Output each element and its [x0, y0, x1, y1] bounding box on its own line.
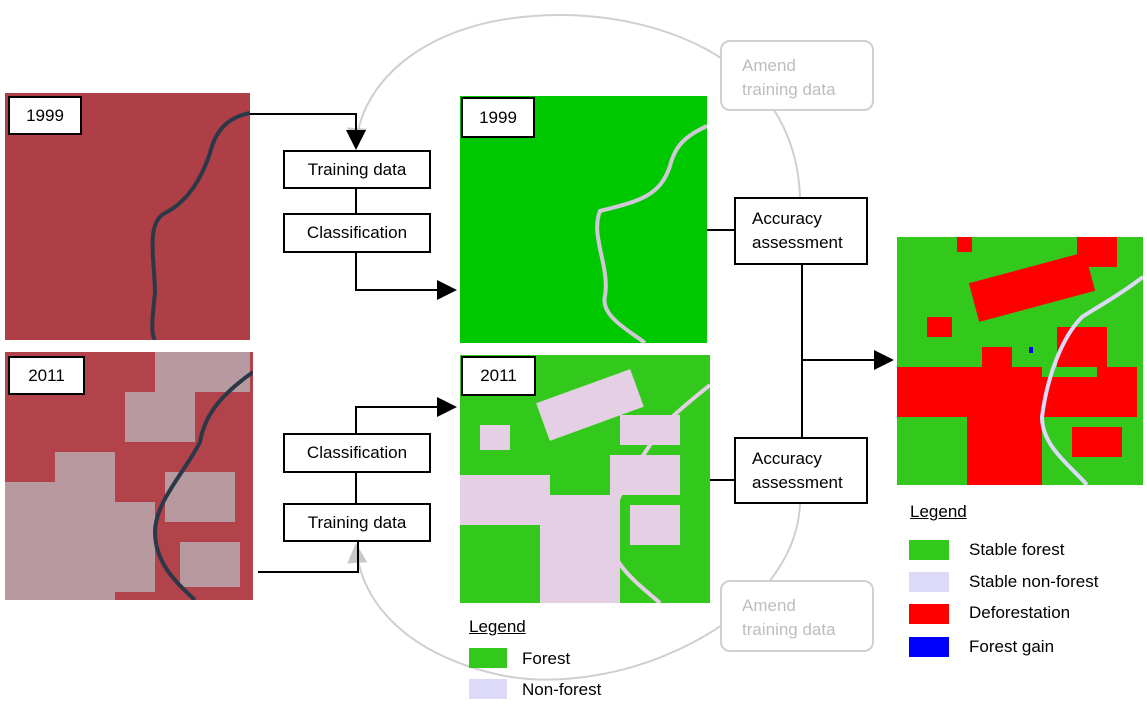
legend-title-change: Legend	[910, 502, 967, 521]
amend-line2: training data	[742, 620, 836, 639]
classification-map-2011	[460, 355, 710, 603]
training-data-box-2011: Training data	[283, 503, 431, 542]
classification-map-1999	[460, 96, 707, 343]
year-label-1999-sat: 1999	[8, 96, 82, 135]
year-label-1999-class: 1999	[461, 97, 535, 138]
accuracy-assessment-box-1: Accuracy assessment	[734, 197, 868, 265]
swatch-forest-gain	[909, 637, 949, 657]
legend-label-forest-gain: Forest gain	[969, 637, 1055, 656]
amend-line1: Amend	[742, 56, 796, 75]
year-label-2011-class: 2011	[461, 356, 536, 396]
swatch-deforestation	[909, 604, 949, 624]
legend-label-stable-non-forest: Stable non-forest	[969, 572, 1099, 591]
accuracy-assessment-box-2: Accuracy assessment	[734, 437, 868, 504]
swatch-stable-forest	[909, 540, 949, 560]
change-map	[897, 237, 1143, 485]
amend-line1: Amend	[742, 596, 796, 615]
swatch-non-forest	[469, 679, 507, 699]
swatch-stable-non-forest	[909, 572, 949, 592]
classification-box-2011: Classification	[283, 433, 431, 473]
legend-label-stable-forest: Stable forest	[969, 540, 1065, 559]
legend-title-classification: Legend	[469, 617, 526, 636]
legend-label-non-forest: Non-forest	[522, 680, 602, 699]
satellite-image-2011	[5, 352, 253, 600]
amend-line2: training data	[742, 80, 836, 99]
training-data-box-1999: Training data	[283, 150, 431, 189]
legend-label-forest: Forest	[522, 649, 571, 668]
accuracy-line1: Accuracy	[752, 448, 822, 468]
classification-box-1999: Classification	[283, 213, 431, 253]
swatch-forest	[469, 648, 507, 668]
satellite-image-1999	[5, 93, 250, 340]
accuracy-line2: assessment	[752, 472, 843, 492]
accuracy-line2: assessment	[752, 233, 843, 252]
year-label-2011-sat: 2011	[8, 356, 85, 395]
accuracy-line1: Accuracy	[752, 209, 822, 228]
amend-training-data-box-1: Amend training data	[720, 40, 874, 111]
amend-training-data-box-2: Amend training data	[720, 580, 874, 652]
legend-label-deforestation: Deforestation	[969, 603, 1071, 622]
